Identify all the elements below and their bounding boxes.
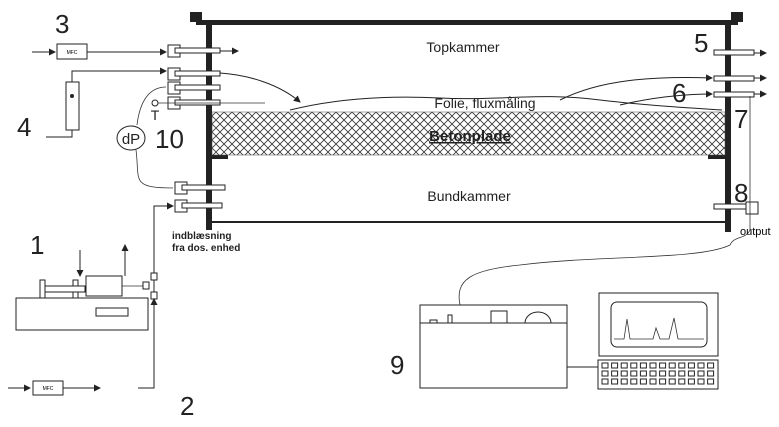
keyboard (597, 359, 719, 390)
keyboard-key (649, 378, 657, 385)
keyboard-key (649, 370, 657, 377)
output-label: output (740, 226, 771, 238)
syringe-pump (15, 244, 158, 331)
keyboard-key (639, 362, 647, 369)
keyboard-key (659, 378, 667, 385)
keyboard-key (687, 370, 695, 377)
gas-chromatograph (419, 304, 568, 389)
label-2: 2 (180, 391, 194, 421)
label-9: 9 (390, 350, 404, 380)
dp-label: dP (122, 131, 140, 148)
label-5: 5 (694, 28, 708, 58)
label-7: 7 (734, 104, 748, 134)
temperature-sensor-icon (151, 99, 159, 107)
keyboard-key (649, 362, 657, 369)
keyboard-key (620, 362, 628, 369)
keyboard-key (630, 362, 638, 369)
bottom-chamber-label: Bundkammer (427, 188, 511, 204)
slab-label: Betonplade (429, 128, 511, 145)
keyboard-key (687, 378, 695, 385)
dp-sensor (116, 125, 146, 151)
keyboard-key (601, 362, 609, 369)
keyboard-key (611, 378, 619, 385)
keyboard-key (630, 370, 638, 377)
keyboard-key (659, 370, 667, 377)
label-1: 1 (30, 230, 44, 260)
keyboard-key (611, 362, 619, 369)
keyboard-key (639, 370, 647, 377)
chromatogram-peaks (614, 317, 704, 340)
keyboard-key (697, 378, 705, 385)
mfc-label-bottom: MFC (43, 386, 54, 392)
sample-line (458, 96, 751, 306)
keyboard-key (678, 378, 686, 385)
film-layer (289, 96, 723, 111)
inlet-label-line2: fra dos. enhed (172, 243, 240, 254)
keyboard-key (611, 370, 619, 377)
label-10: 10 (155, 124, 184, 154)
label-6: 6 (672, 78, 686, 108)
keyboard-key (668, 370, 676, 377)
chamber-frame (190, 12, 743, 232)
concrete-slab (211, 111, 726, 156)
keyboard-key (630, 378, 638, 385)
label-8: 8 (734, 178, 748, 208)
keyboard-key (601, 370, 609, 377)
keyboard-key (697, 370, 705, 377)
keyboard-key (697, 362, 705, 369)
mfc-label-top: MFC (67, 50, 78, 56)
right-clamp-icon (731, 12, 743, 22)
keyboard-key (707, 362, 715, 369)
right-ports (713, 49, 759, 215)
keyboard-key (668, 378, 676, 385)
label-3: 3 (55, 9, 69, 39)
keyboard-key (707, 378, 715, 385)
keyboard-key (601, 378, 609, 385)
keyboard-key (668, 362, 676, 369)
keyboard-key (687, 362, 695, 369)
keyboard-key (678, 370, 686, 377)
top-chamber-label: Topkammer (426, 39, 499, 55)
keyboard-key (659, 362, 667, 369)
label-4: 4 (17, 112, 31, 142)
keyboard-key (620, 370, 628, 377)
temperature-label: T (151, 107, 160, 123)
keyboard-key (707, 370, 715, 377)
inlet-label-line1: indblæsning (172, 231, 231, 242)
computer-monitor (598, 292, 719, 357)
flowmeter (65, 81, 80, 131)
keyboard-key (639, 378, 647, 385)
keyboard-key (678, 362, 686, 369)
keyboard-key (620, 378, 628, 385)
film-label: Folie, fluxmåling (434, 95, 535, 111)
left-clamp-icon (190, 12, 202, 22)
